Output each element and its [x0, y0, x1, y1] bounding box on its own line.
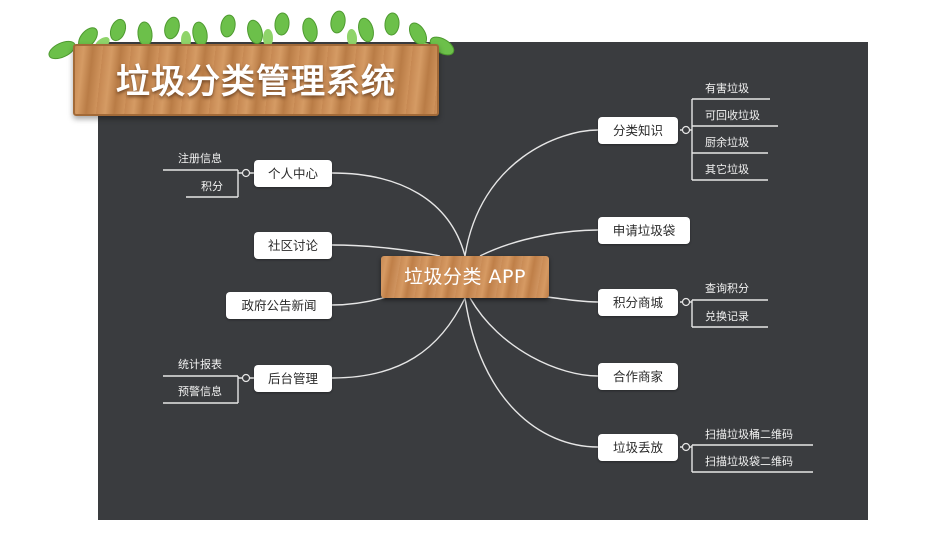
- leaf-stats-report: 统计报表: [178, 358, 222, 371]
- leaf-other: 其它垃圾: [705, 163, 749, 176]
- node-admin[interactable]: 后台管理: [254, 365, 332, 392]
- leaf-decoration-icon: [48, 10, 455, 60]
- leaf-points: 积分: [201, 180, 223, 193]
- leaf-recyclable: 可回收垃圾: [705, 109, 760, 122]
- leaf-register-info: 注册信息: [178, 152, 222, 165]
- page-title: 垃圾分类管理系统: [116, 62, 396, 102]
- node-gov-news[interactable]: 政府公告新闻: [226, 292, 332, 319]
- leaf-scan-bin-qr: 扫描垃圾桶二维码: [705, 428, 793, 441]
- leaf-kitchen: 厨余垃圾: [705, 136, 749, 149]
- node-points-mall[interactable]: 积分商城: [598, 289, 678, 316]
- node-disposal[interactable]: 垃圾丢放: [598, 434, 678, 461]
- leaf-query-points: 查询积分: [705, 282, 749, 295]
- node-classification-knowledge[interactable]: 分类知识: [598, 117, 678, 144]
- center-node[interactable]: 垃圾分类 APP: [381, 256, 549, 298]
- leaf-exchange-record: 兑换记录: [705, 310, 749, 323]
- node-personal-center[interactable]: 个人中心: [254, 160, 332, 187]
- leaf-alert-info: 预警信息: [178, 385, 222, 398]
- node-apply-bag[interactable]: 申请垃圾袋: [598, 217, 690, 244]
- leaf-scan-bag-qr: 扫描垃圾袋二维码: [705, 455, 793, 468]
- leaf-hazardous: 有害垃圾: [705, 82, 749, 95]
- node-partners[interactable]: 合作商家: [598, 363, 678, 390]
- title-banner: 垃圾分类管理系统: [73, 44, 439, 116]
- node-community[interactable]: 社区讨论: [254, 232, 332, 259]
